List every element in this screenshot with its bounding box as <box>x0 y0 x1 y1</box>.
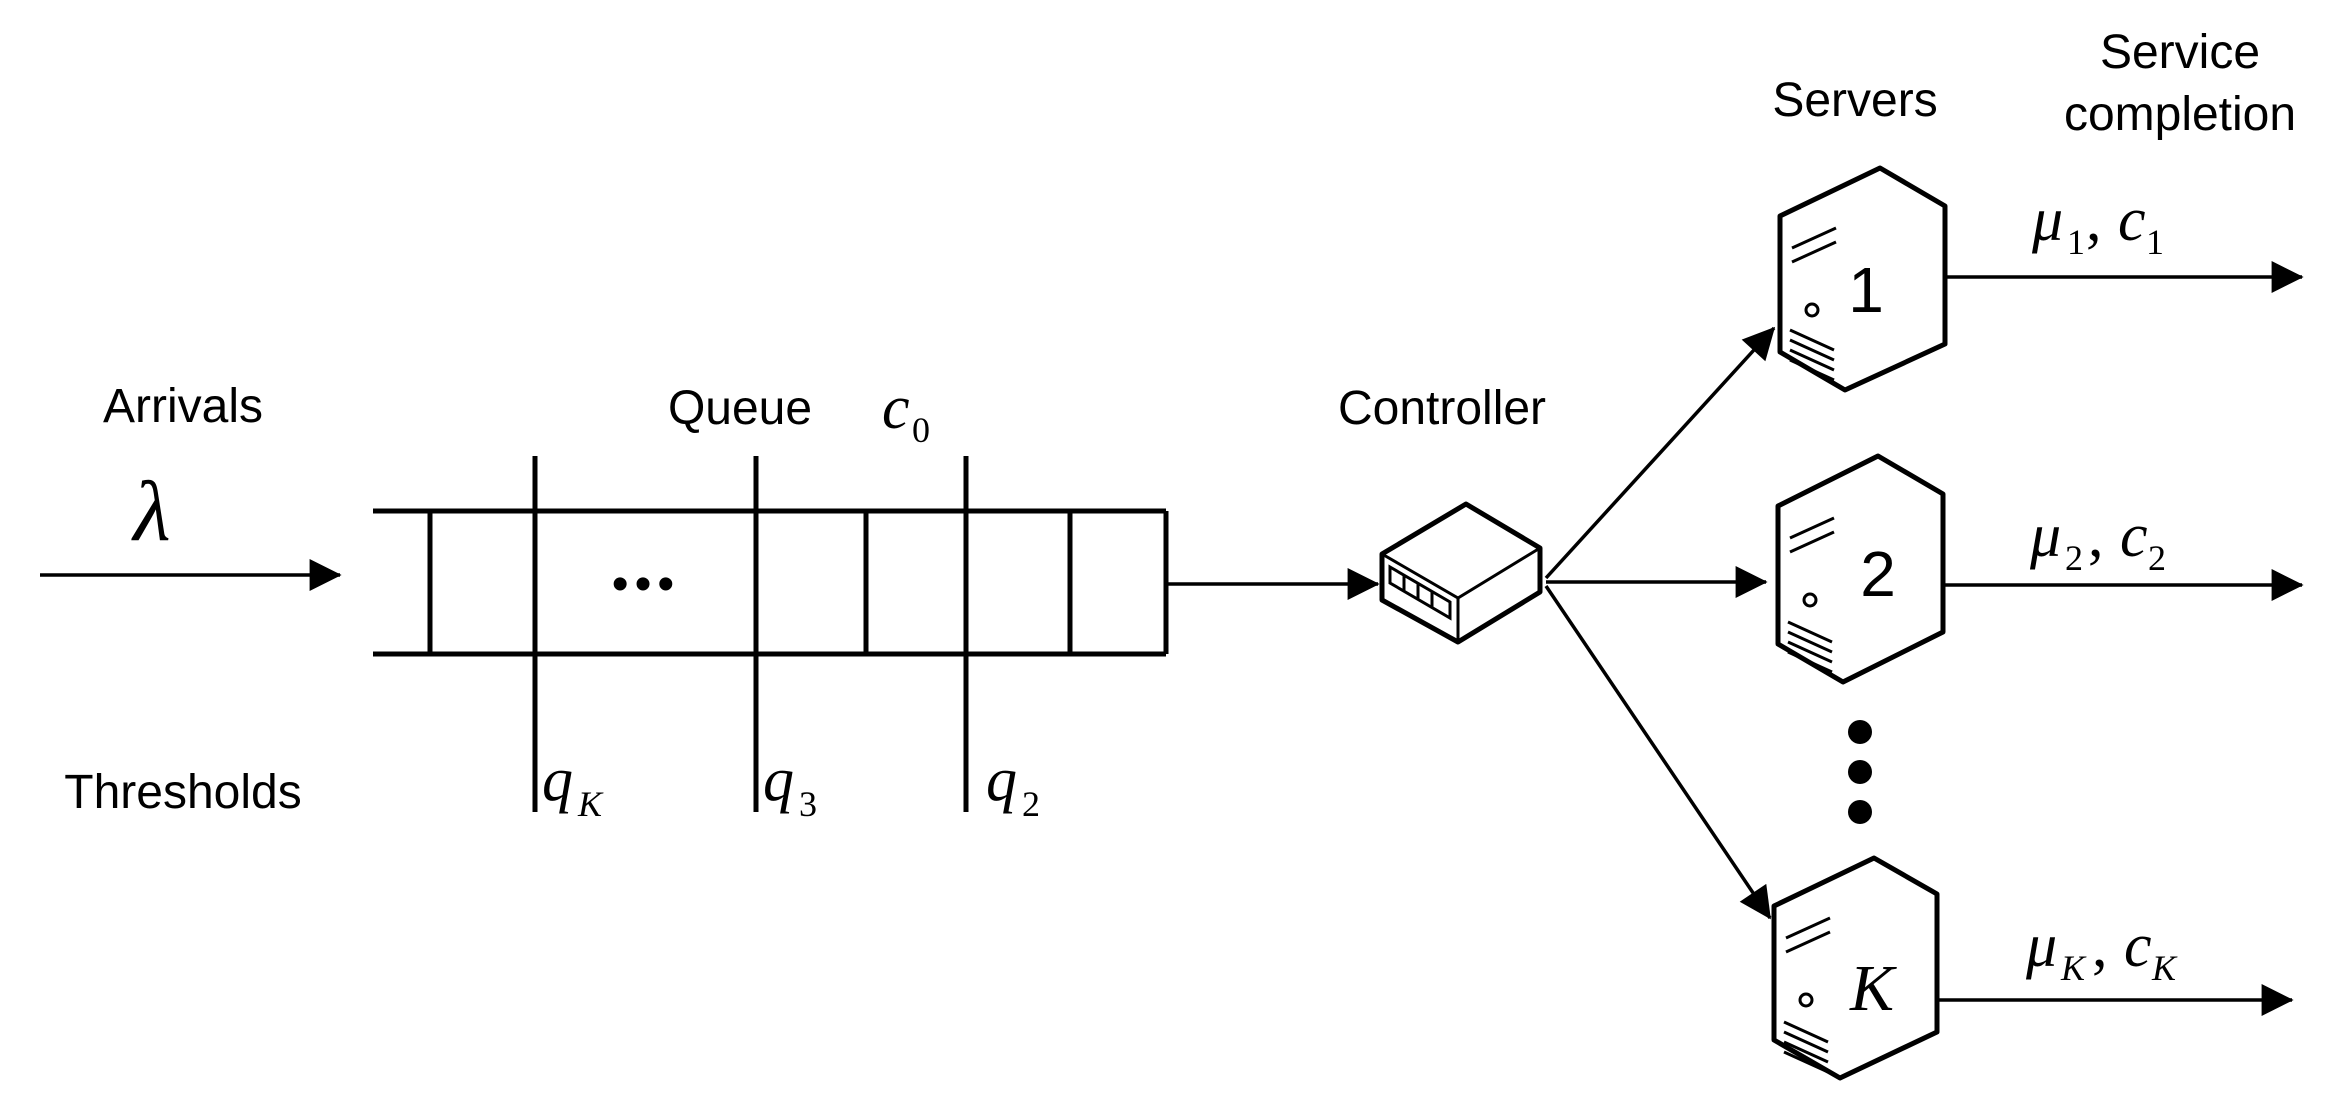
controller-label: Controller <box>1338 382 1546 435</box>
server-K-letter: K <box>1849 952 1897 1025</box>
server-K-icon <box>1771 855 1940 1081</box>
server-K-rate-cost: μ K , c K <box>2025 912 2178 988</box>
q2-symbol: q <box>986 746 1017 814</box>
threshold-q3: q 3 <box>763 746 817 824</box>
queue-ellipsis: ••• <box>612 558 680 611</box>
arrivals-label: Arrivals <box>103 380 263 433</box>
server-2-number: 2 <box>1860 538 1896 610</box>
svg-text:1: 1 <box>2146 222 2164 262</box>
controller-to-server-K-arrow <box>1544 585 1772 920</box>
server-1-icon <box>1777 165 1948 393</box>
svg-text:μ: μ <box>2025 912 2057 980</box>
queue-buffer: ••• <box>373 508 1169 657</box>
svg-text:μ: μ <box>2029 502 2061 570</box>
svg-text:c: c <box>2120 502 2148 570</box>
server-1-number: 1 <box>1848 254 1884 326</box>
c0-symbol: c <box>882 374 910 442</box>
service-completion-label-line1: Service <box>2100 26 2260 79</box>
svg-text:2: 2 <box>2065 538 2083 578</box>
svg-text:,: , <box>2088 502 2104 570</box>
qK-symbol: q <box>542 746 573 814</box>
svg-text:K: K <box>2060 948 2087 988</box>
threshold-qK: q K <box>542 746 604 824</box>
svg-text:,: , <box>2092 912 2108 980</box>
queue-label: Queue <box>668 382 812 435</box>
arrival-rate-lambda: λ <box>130 463 170 559</box>
holding-cost-c0: c 0 <box>882 374 930 450</box>
threshold-q2: q 2 <box>986 746 1040 824</box>
svg-text:1: 1 <box>2067 222 2085 262</box>
q3-subscript: 3 <box>799 784 817 824</box>
svg-text:μ: μ <box>2031 186 2063 254</box>
controller-device-icon <box>1379 501 1543 645</box>
qK-subscript: K <box>577 784 604 824</box>
svg-text:,: , <box>2086 186 2102 254</box>
controller-to-server-1-arrow <box>1544 326 1776 580</box>
svg-text:c: c <box>2118 186 2146 254</box>
server-ellipsis <box>1848 720 1872 824</box>
q2-subscript: 2 <box>1022 784 1040 824</box>
server-2-rate-cost: μ 2 , c 2 <box>2029 502 2166 578</box>
svg-text:2: 2 <box>2148 538 2166 578</box>
servers-label: Servers <box>1772 74 1937 127</box>
svg-text:K: K <box>2151 948 2178 988</box>
server-1-rate-cost: μ 1 , c 1 <box>2031 186 2164 262</box>
thresholds-label: Thresholds <box>64 766 301 819</box>
svg-text:c: c <box>2124 912 2152 980</box>
q3-symbol: q <box>763 746 794 814</box>
server-2-icon <box>1775 453 1946 685</box>
service-completion-label-line2: completion <box>2064 88 2296 141</box>
c0-subscript: 0 <box>912 410 930 450</box>
